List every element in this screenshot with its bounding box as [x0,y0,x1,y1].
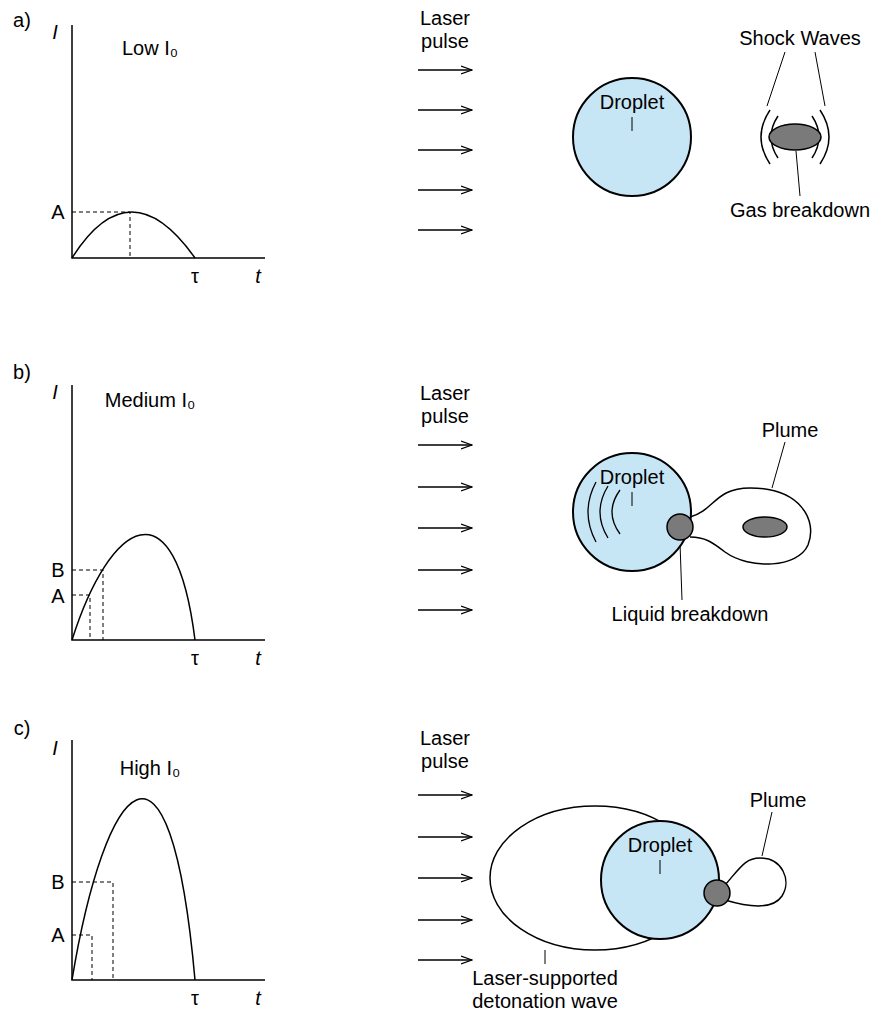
laser-arrow [418,527,472,528]
label: Laser-supported detonation wave [435,967,655,1013]
plume-outline [725,858,786,906]
label: Laser pulse [415,382,475,428]
leader-line [660,860,661,874]
laser-arrow [418,149,472,150]
label: τ [191,647,199,670]
laser-arrow [418,229,472,230]
laser-arrow [418,836,472,837]
label: Plume [750,789,807,812]
laser-arrow [418,69,472,70]
label: I [52,21,58,44]
laser-arrows [418,70,472,960]
laser-arrow [418,189,472,190]
label: A [51,201,64,224]
label: Laser pulse [415,727,475,773]
plume-outline [690,488,811,564]
laser-arrow [418,609,472,610]
laser-arrow [418,486,472,487]
label: Gas breakdown [730,199,870,222]
label: A [51,585,64,608]
droplet: Droplet [600,820,720,940]
plot-axes [72,25,265,980]
label: t [255,265,261,288]
droplet: Droplet [572,77,692,197]
label: b) [13,361,31,384]
label: c) [14,717,31,740]
label: Plume [762,419,819,442]
shock-waves [761,110,829,164]
label: High I₀ [120,757,181,780]
pulse-curve [72,212,195,980]
liquid-breakdown [667,514,693,540]
laser-arrow [418,794,472,795]
laser-arrow [418,444,472,445]
leader-line [632,492,633,506]
label: τ [191,265,199,288]
dashed-guide [72,212,130,980]
gas-breakdown [769,124,821,150]
label: B [51,559,64,582]
laser-arrow [418,109,472,110]
label: τ [191,987,199,1010]
droplet-label: Droplet [628,834,692,857]
label: Medium I₀ [105,389,196,412]
gas-breakdown [743,517,787,537]
label: B [51,871,64,894]
droplet: Droplet [572,452,692,572]
liquid-breakdown [704,880,730,906]
label: I [52,737,58,760]
label: I [52,381,58,404]
internal-shock-wave [612,490,620,534]
leader-line [632,117,633,131]
label: A [51,924,64,947]
label: Shock Waves [739,27,861,50]
label: t [255,987,261,1010]
label: Low I₀ [122,37,178,60]
label: Liquid breakdown [612,603,769,626]
droplet-label: Droplet [600,91,664,114]
laser-arrow [418,877,472,878]
internal-shock-wave [588,482,596,542]
internal-shock-wave [600,486,608,538]
label: a) [13,9,31,32]
laser-arrow [418,919,472,920]
laser-arrow [418,569,472,570]
leader-line [545,52,825,964]
laser-arrow [418,959,472,960]
droplet-label: Droplet [600,466,664,489]
label: t [255,647,261,670]
label: Laser pulse [415,7,475,53]
